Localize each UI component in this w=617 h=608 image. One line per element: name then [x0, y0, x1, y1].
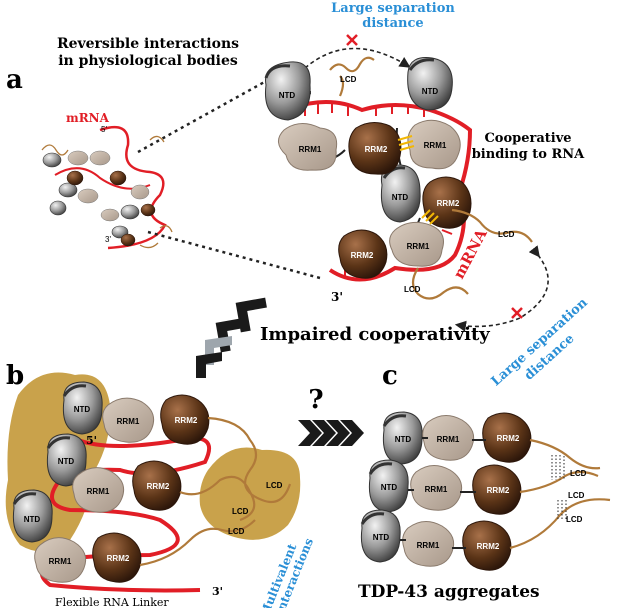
lcd-contact-marks — [551, 455, 567, 520]
lcd-label: LCD — [228, 527, 245, 536]
rrm2-domain: RRM2 — [338, 229, 388, 279]
rrm1-domain: RRM1 — [34, 537, 87, 583]
cross-mark-icon — [511, 307, 523, 319]
svg-text:RRM2: RRM2 — [365, 145, 388, 154]
svg-text:NTD: NTD — [392, 193, 409, 202]
three-prime-label: 3' — [331, 290, 343, 304]
rrm2-domain: RRM2 — [132, 460, 182, 511]
ntd-domain: NTD — [360, 509, 401, 563]
ntd-domain: NTD — [12, 489, 53, 543]
ntd-domain: NTD — [407, 57, 453, 111]
lcd-label: LCD — [266, 481, 283, 490]
physiological-body-cluster: mRNA 3' 5' — [41, 111, 173, 250]
svg-text:RRM1: RRM1 — [49, 557, 72, 566]
svg-text:RRM2: RRM2 — [497, 434, 520, 443]
lcd-label: LCD — [570, 469, 587, 478]
rrm1-domain: RRM1 — [102, 397, 155, 443]
large-separation-top-line1: Large separation — [331, 1, 455, 16]
svg-text:RRM1: RRM1 — [407, 242, 430, 251]
svg-text:RRM2: RRM2 — [147, 482, 170, 491]
impaired-cooperativity-label: Impaired cooperativity — [260, 324, 490, 345]
rrm2-domain: RRM2 — [348, 122, 402, 175]
svg-text:NTD: NTD — [279, 91, 296, 100]
svg-text:NTD: NTD — [395, 435, 412, 444]
svg-text:NTD: NTD — [373, 533, 390, 542]
svg-text:NTD: NTD — [74, 405, 91, 414]
b-three-prime: 3' — [212, 585, 223, 598]
svg-text:RRM2: RRM2 — [487, 486, 510, 495]
separation-arrow-top — [295, 47, 411, 78]
svg-text:RRM1: RRM1 — [424, 141, 447, 150]
rrm1-domain: RRM1 — [402, 521, 455, 567]
rrm2-domain: RRM2 — [422, 176, 472, 229]
ntd-domain: NTD — [368, 459, 409, 513]
lcd-tails-c — [509, 438, 611, 550]
svg-text:NTD: NTD — [58, 457, 75, 466]
rrm1-domain: RRM1 — [407, 119, 461, 170]
panel-label-c: c — [382, 361, 398, 391]
rrm1-domain: RRM1 — [72, 467, 125, 513]
svg-text:RRM1: RRM1 — [87, 487, 110, 496]
tdp43-aggregates-label: TDP-43 aggregates — [358, 582, 540, 602]
ntd-domain: NTD — [382, 411, 423, 465]
rrm2-domain: RRM2 — [160, 394, 210, 445]
cross-mark-icon — [346, 34, 358, 46]
rrm2-domain: RRM2 — [472, 464, 522, 515]
lcd-label: LCD — [340, 75, 357, 84]
lcd-label: LCD — [232, 507, 249, 516]
cooperative-line2: binding to RNA — [472, 147, 585, 162]
linker-lines-c — [400, 437, 486, 549]
reversible-line2: in physiological bodies — [58, 53, 238, 69]
cluster-5prime: 5' — [101, 125, 107, 134]
svg-text:RRM2: RRM2 — [351, 251, 374, 260]
lcd-tails-b — [139, 416, 292, 567]
ntd-domain: NTD — [62, 381, 103, 435]
svg-text:RRM2: RRM2 — [477, 542, 500, 551]
cooperative-line1: Cooperative — [484, 131, 571, 146]
mrna-strand — [291, 99, 473, 282]
zoom-line-top — [137, 78, 269, 154]
svg-text:RRM2: RRM2 — [107, 554, 130, 563]
double-chevron-icon — [196, 297, 267, 378]
lcd-label: LCD — [566, 515, 583, 524]
rrm-contact-stripes — [397, 135, 439, 225]
rrm2-domain: RRM2 — [92, 532, 142, 583]
large-separation-top-line2: distance — [362, 16, 423, 31]
mrna-label-small: mRNA — [66, 111, 110, 125]
reversible-line1: Reversible interactions — [57, 36, 239, 52]
ntd-domain: NTD — [264, 61, 311, 121]
svg-text:RRM1: RRM1 — [117, 417, 140, 426]
cluster-3prime: 3' — [105, 235, 111, 244]
lcd-label: LCD — [404, 285, 421, 294]
panel-label-b: b — [6, 361, 24, 391]
lcd-label: LCD — [498, 230, 515, 239]
svg-text:RRM2: RRM2 — [175, 416, 198, 425]
lcd-label: LCD — [568, 491, 585, 500]
ntd-domain: NTD — [46, 433, 87, 487]
zoom-line-bottom — [147, 230, 321, 280]
svg-text:RRM1: RRM1 — [299, 145, 322, 154]
question-mark: ? — [308, 385, 323, 415]
forward-chevrons-icon — [298, 420, 364, 446]
rrm1-domain: RRM1 — [389, 221, 444, 267]
panel-label-a: a — [6, 65, 23, 95]
rrm2-domain: RRM2 — [462, 520, 512, 571]
b-five-prime: 5' — [86, 434, 97, 447]
svg-text:NTD: NTD — [381, 483, 398, 492]
rrm1-domain: RRM1 — [422, 415, 475, 461]
svg-text:RRM1: RRM1 — [417, 541, 440, 550]
rrm1-domain: RRM1 — [278, 123, 338, 171]
svg-text:NTD: NTD — [422, 87, 439, 96]
svg-text:RRM2: RRM2 — [437, 199, 460, 208]
svg-text:RRM1: RRM1 — [437, 435, 460, 444]
rrm2-domain: RRM2 — [482, 412, 532, 463]
svg-text:NTD: NTD — [24, 515, 41, 524]
lcd-tails-a — [329, 56, 533, 300]
flexible-rna-linker-label: Flexible RNA Linker — [55, 596, 169, 608]
svg-text:RRM1: RRM1 — [425, 485, 448, 494]
rrm1-domain: RRM1 — [410, 465, 463, 511]
